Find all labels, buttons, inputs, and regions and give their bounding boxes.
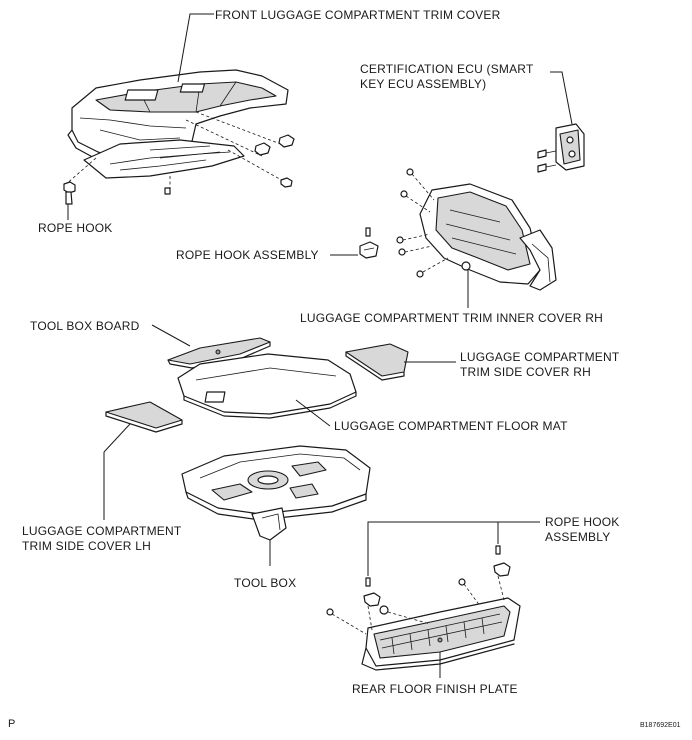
rope-hook-assembly-part [330,227,379,259]
label-side-cover-lh-line2: TRIM SIDE COVER LH [22,539,151,553]
label-inner-cover-rh: LUGGAGE COMPARTMENT TRIM INNER COVER RH [300,311,603,325]
rear-floor-finish-plate-part [326,521,540,678]
label-rope-hook: ROPE HOOK [38,221,112,235]
front-luggage-trim-cover-part [63,69,295,195]
luggage-trim-inner-cover-rh-part [396,168,557,308]
label-rope-hook-assembly: ROPE HOOK ASSEMBLY [176,248,319,262]
rope-hook-part [63,181,76,220]
tool-box-board-part [151,324,271,369]
corner-letter: P [8,718,15,730]
luggage-floor-mat-part [177,353,357,427]
label-cert-ecu-line1: CERTIFICATION ECU (SMART [360,62,534,76]
luggage-trim-side-cover-lh-part [103,401,183,520]
label-rope-hook-assembly-2-line1: ROPE HOOK [545,515,619,529]
front-trim-cover-leader [177,13,214,83]
label-tool-box: TOOL BOX [234,576,296,590]
certification-ecu-part [537,71,585,173]
label-floor-mat: LUGGAGE COMPARTMENT FLOOR MAT [334,419,568,433]
label-side-cover-rh-line1: LUGGAGE COMPARTMENT [460,350,620,364]
label-tool-box-board: TOOL BOX BOARD [30,319,140,333]
label-side-cover-lh-line1: LUGGAGE COMPARTMENT [22,524,182,538]
label-rear-floor-finish-plate: REAR FLOOR FINISH PLATE [352,682,518,696]
label-side-cover-rh-line2: TRIM SIDE COVER RH [460,365,591,379]
luggage-trim-side-cover-rh-part [345,343,456,381]
label-rope-hook-assembly-2-line2: ASSEMBLY [545,530,610,544]
label-cert-ecu-line2: KEY ECU ASSEMBLY) [360,77,486,91]
label-front-trim-cover: FRONT LUGGAGE COMPARTMENT TRIM COVER [215,8,501,22]
figure-code: B187692E01 [640,722,681,729]
tool-box-part [181,445,371,566]
